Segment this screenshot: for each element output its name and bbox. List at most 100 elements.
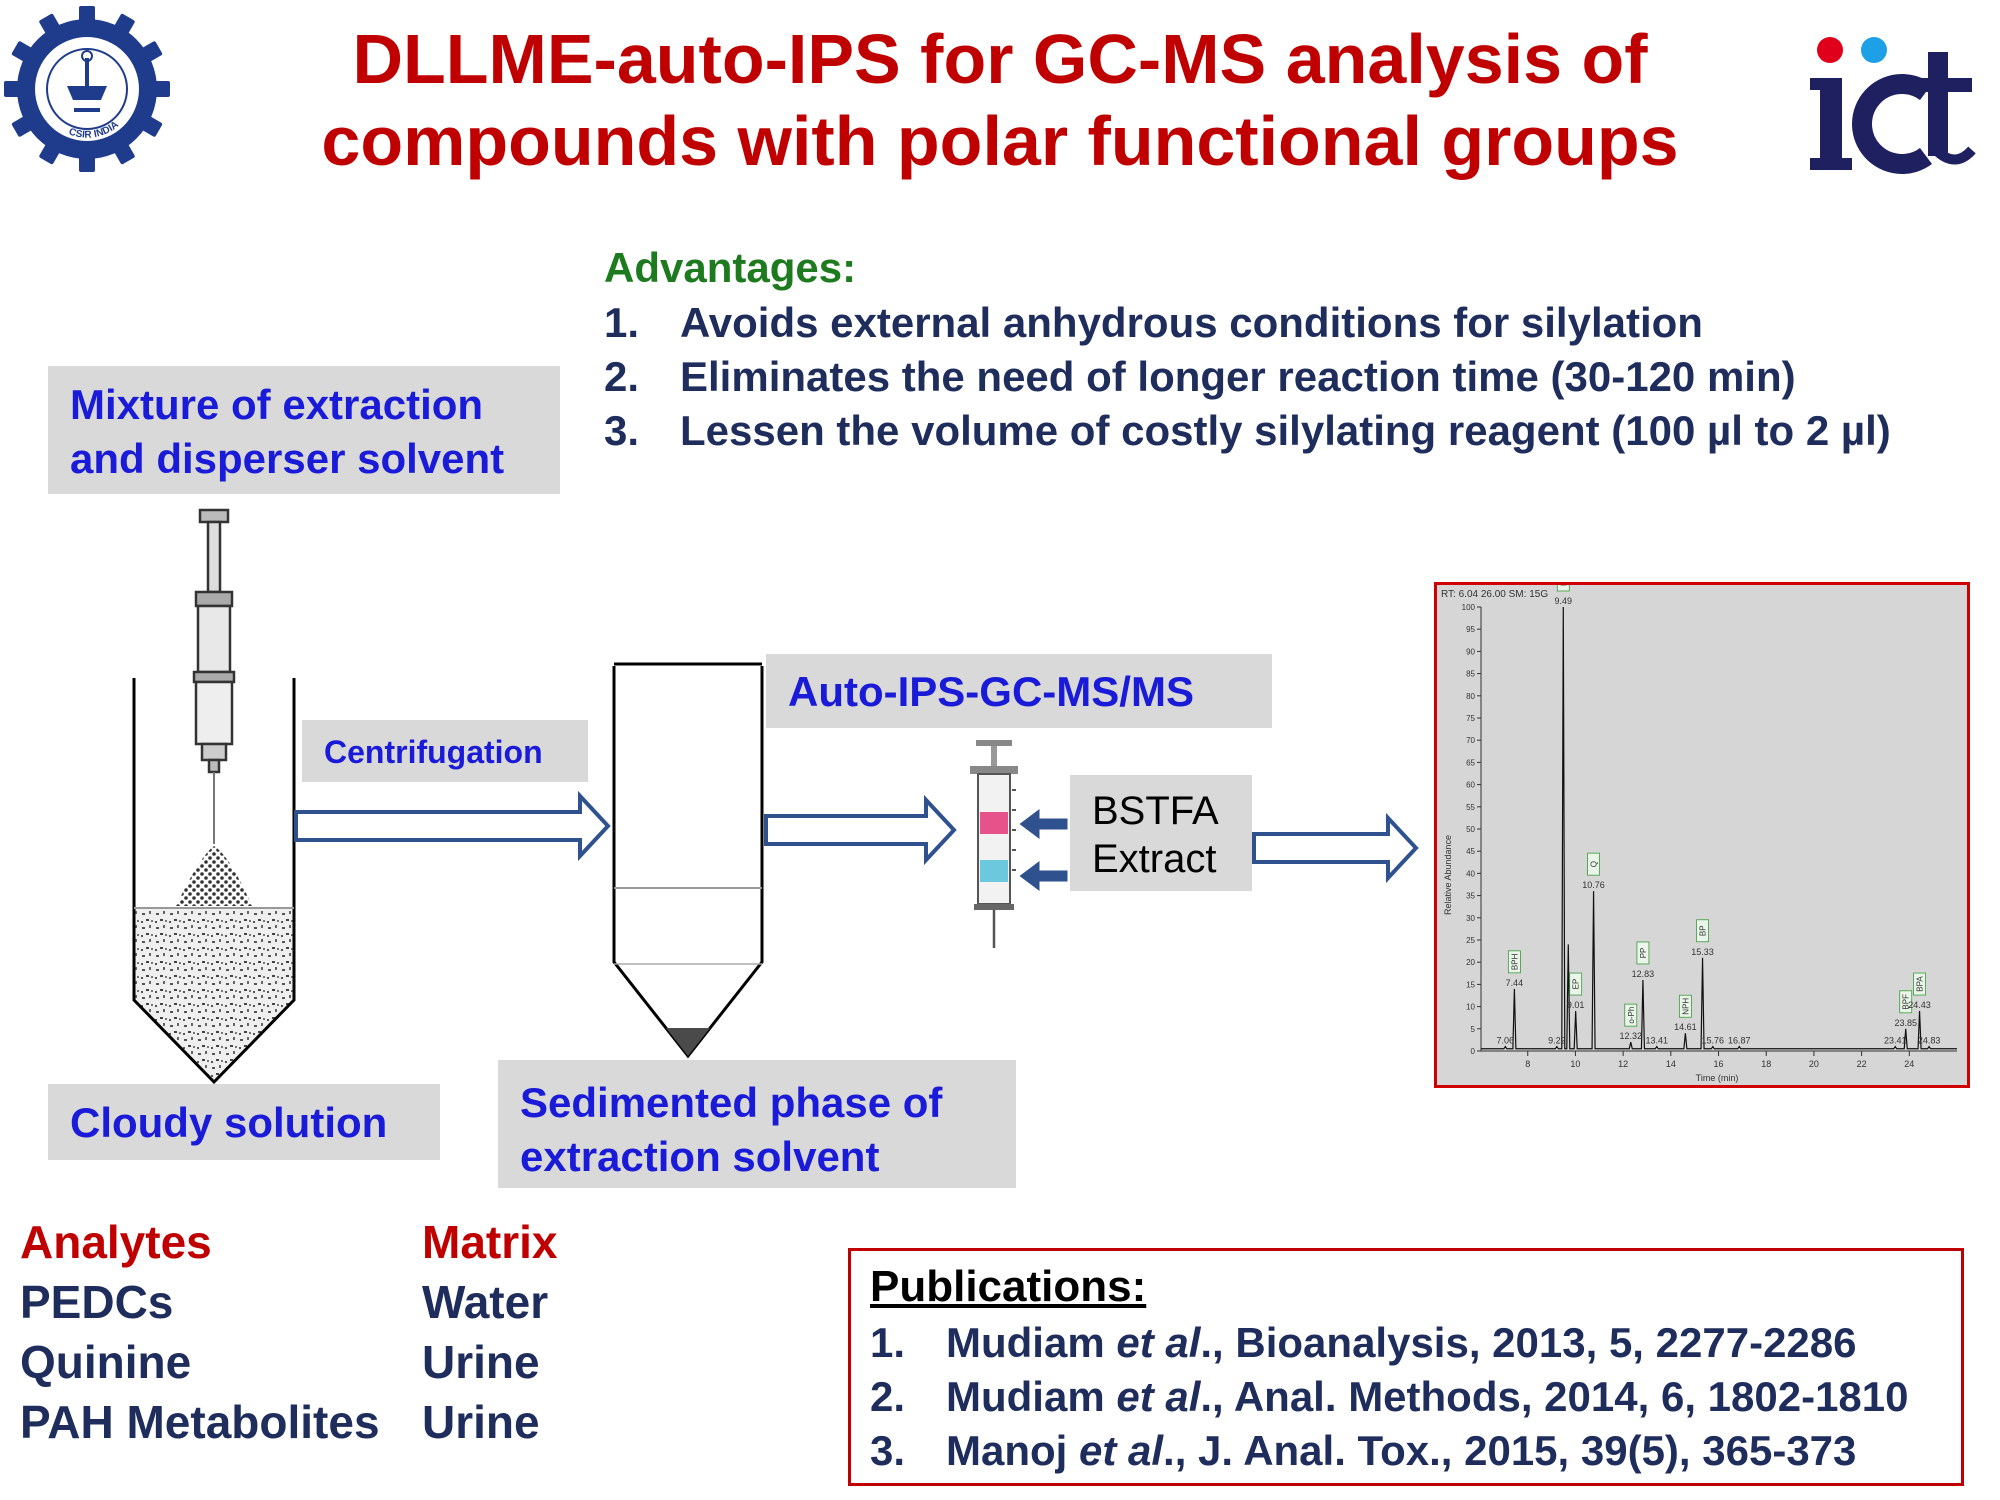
injection-syringe-icon	[970, 740, 1018, 948]
mixture-label-box: Mixture of extraction and disperser solv…	[48, 366, 560, 494]
bstfa-extract-label-box: BSTFA Extract	[1070, 775, 1252, 891]
chromatogram-frame: RT: 6.04 26.00 SM: 15G Relative Abundanc…	[1434, 582, 1970, 1088]
chart-peak-name-box	[1569, 972, 1583, 996]
publication-etal: et al	[1116, 1319, 1201, 1366]
chart-x-tick-label: 8	[1525, 1059, 1530, 1069]
chart-peak-rt-label: 24.83	[1918, 1036, 1941, 1046]
chart-y-tick-label: 45	[1466, 847, 1475, 856]
chart-x-axis-label: Time (min)	[1696, 1073, 1739, 1083]
chart-x-tick-label: 16	[1714, 1059, 1724, 1069]
chart-peak-rt-label: 9.22	[1548, 1036, 1566, 1046]
matrix-heading: Matrix	[422, 1216, 558, 1268]
matrix-item: Urine	[422, 1336, 540, 1388]
publication-etal: et al	[1079, 1427, 1164, 1474]
advantages-list: 1. Avoids external anhydrous conditions …	[604, 296, 1891, 458]
chart-peak-rt-label: 24.43	[1908, 1000, 1931, 1010]
publications-list: 1. Mudiam et al ., Bioanalysis, 2013, 5,…	[870, 1316, 1909, 1478]
chart-peak-name-box	[1587, 852, 1600, 876]
chart-peak-name-label: BPA	[1916, 976, 1925, 992]
chart-y-tick-label: 0	[1471, 1047, 1476, 1056]
chart-peak-name-label: MP	[1559, 585, 1568, 586]
chart-peak-name-label: BPF	[1902, 994, 1911, 1010]
sedimented-label-line-2: extraction solvent	[520, 1133, 880, 1180]
publications-box	[848, 1248, 1964, 1486]
centrifugation-label: Centrifugation	[302, 720, 588, 782]
advantages-heading: Advantages:	[604, 244, 857, 291]
chromatogram-chart: RT: 6.04 26.00 SM: 15G Relative Abundanc…	[1441, 585, 1957, 1083]
chart-y-tick-label: 15	[1466, 980, 1475, 989]
advantage-text: Eliminates the need of longer reaction t…	[680, 353, 1796, 400]
chart-peak-rt-label: 23.85	[1894, 1018, 1917, 1028]
chromatogram-trace	[1481, 606, 1957, 1050]
advantage-number: 2.	[604, 353, 640, 400]
chart-y-tick-label: 5	[1471, 1025, 1476, 1034]
chart-x-tick-label: 10	[1570, 1059, 1580, 1069]
chart-y-tick-label: 20	[1466, 958, 1475, 967]
chart-peak-name-label: BPH	[1510, 953, 1519, 970]
chart-peak-rt-label: 23.41	[1884, 1036, 1907, 1046]
publication-author: Mudiam	[946, 1373, 1117, 1420]
chart-peak-name-label: Q	[1590, 861, 1599, 867]
chart-peak-name-label: PP	[1639, 948, 1648, 959]
sedimented-label-line-1: Sedimented phase of	[520, 1079, 943, 1126]
sedimented-phase-label-box: Sedimented phase of extraction solvent	[498, 1060, 1016, 1188]
arrow-bstfa-icon	[1019, 809, 1068, 839]
publication-item: 3. Manoj et al ., J. Anal. Tox., 2015, 3…	[870, 1424, 1909, 1478]
advantage-item: 1. Avoids external anhydrous conditions …	[604, 296, 1891, 350]
chart-peak-rt-label: 12.83	[1632, 969, 1655, 979]
chart-peak-rt-label: 12.32	[1619, 1031, 1642, 1041]
publication-number: 2.	[870, 1373, 906, 1420]
matrix-item: Water	[422, 1276, 549, 1328]
chart-peak-rt-label: 16.87	[1728, 1036, 1751, 1046]
page-title: DLLME-auto-IPS for GC-MS analysis of com…	[260, 18, 1740, 182]
advantage-item: 3. Lessen the volume of costly silylatin…	[604, 404, 1891, 458]
chart-peak-rt-label: 15.76	[1702, 1036, 1725, 1046]
analyte-item: PEDCs	[20, 1276, 174, 1328]
chart-y-tick-label: 35	[1466, 892, 1475, 901]
title-line-2: compounds with polar functional groups	[321, 102, 1679, 180]
publication-citation: ., J. Anal. Tox., 2015, 39(5), 365-373	[1163, 1427, 1857, 1474]
chart-y-tick-label: 55	[1466, 803, 1475, 812]
chart-peak-rt-label: 9.49	[1555, 596, 1573, 606]
chart-y-tick-label: 80	[1466, 692, 1475, 701]
chart-peak-name-label: o-Ph	[1627, 1007, 1636, 1024]
csir-gear-logo-icon: CSIR INDIA	[4, 6, 170, 172]
chart-y-tick-label: 95	[1466, 625, 1475, 634]
chart-x-tick-label: 14	[1666, 1059, 1676, 1069]
arrow-extract-icon	[1019, 861, 1068, 891]
chart-header: RT: 6.04 26.00 SM: 15G	[1441, 589, 1548, 600]
analytes-column: Analytes PEDCs Quinine PAH Metabolites	[20, 1212, 380, 1452]
publication-citation: ., Bioanalysis, 2013, 5, 2277-2286	[1200, 1319, 1857, 1366]
sedimented-tube-icon	[612, 662, 764, 1059]
publication-citation: ., Anal. Methods, 2014, 6, 1802-1810	[1200, 1373, 1909, 1420]
advantage-text: Lessen the volume of costly silylating r…	[680, 407, 1891, 454]
mixture-label-line-1: Mixture of extraction	[70, 381, 484, 428]
publication-number: 3.	[870, 1427, 906, 1474]
syringe-icon	[192, 508, 236, 844]
publication-etal: et al	[1116, 1373, 1201, 1420]
chart-peak-name-label: NPH	[1681, 998, 1690, 1015]
chart-y-tick-label: 25	[1466, 936, 1475, 945]
chart-y-tick-label: 65	[1466, 758, 1475, 767]
chart-peak-name-box	[1624, 1003, 1638, 1027]
extract-label: Extract	[1092, 837, 1217, 881]
chart-x-tick-label: 22	[1857, 1059, 1867, 1069]
chart-peak-name-label: BP	[1699, 925, 1708, 936]
chart-peak-name-box	[1899, 990, 1913, 1014]
chart-peak-rt-label: 7.06	[1497, 1036, 1515, 1046]
advantage-item: 2. Eliminates the need of longer reactio…	[604, 350, 1891, 404]
analyte-item: PAH Metabolites	[20, 1396, 380, 1448]
cloudy-tube-icon	[132, 678, 296, 1085]
arrow-centrifugation-icon	[294, 790, 611, 862]
arrow-to-syringe-icon	[764, 794, 957, 866]
arrow-to-chromatogram-icon	[1252, 812, 1419, 884]
chart-y-tick-label: 60	[1466, 781, 1475, 790]
chart-peak-name-box	[1507, 950, 1521, 974]
chart-y-tick-label: 90	[1466, 647, 1475, 656]
chart-y-tick-label: 10	[1466, 1003, 1475, 1012]
publication-item: 1. Mudiam et al ., Bioanalysis, 2013, 5,…	[870, 1316, 1909, 1370]
chart-peak-rt-label: 13.41	[1645, 1036, 1668, 1046]
chart-y-axis-label: Relative Abundance	[1443, 835, 1453, 915]
mixture-label-line-2: and disperser solvent	[70, 435, 505, 482]
chart-peak-rt-label: 10.76	[1582, 880, 1605, 890]
